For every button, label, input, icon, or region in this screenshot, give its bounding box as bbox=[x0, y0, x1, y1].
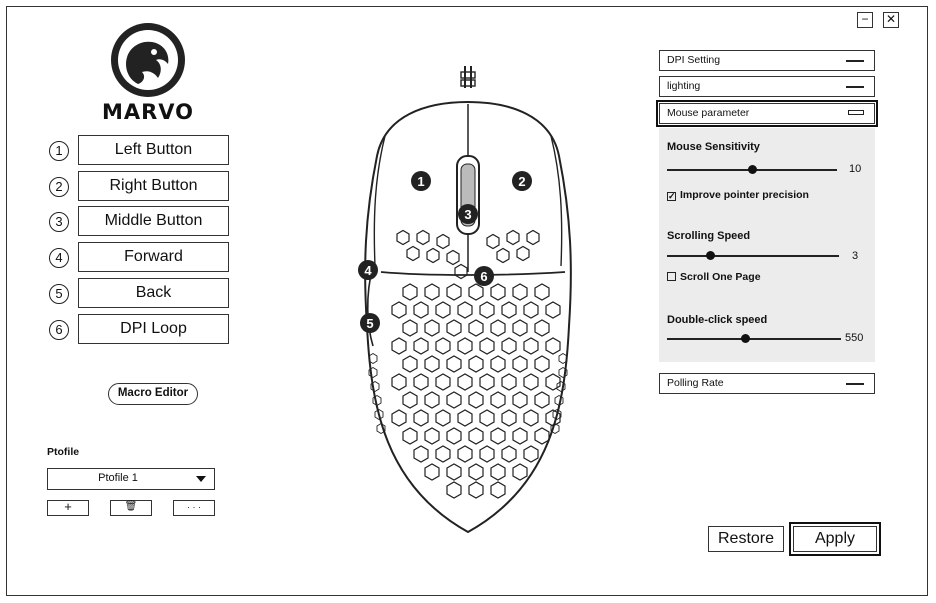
dpi-loop-button-assign[interactable]: DPI Loop bbox=[78, 314, 229, 344]
scroll-one-page-checkbox[interactable]: Scroll One Page bbox=[667, 271, 761, 283]
dropdown-arrow-icon bbox=[196, 476, 206, 482]
double-click-speed-value: 550 bbox=[845, 332, 864, 344]
delete-profile-button[interactable]: 🗑 bbox=[110, 500, 152, 516]
svg-text:2: 2 bbox=[518, 174, 525, 189]
restore-button[interactable]: Restore bbox=[708, 526, 784, 552]
mouse-parameter-panel: Mouse Sensitivity 10 ✓Improve pointer pr… bbox=[659, 128, 875, 362]
slider-handle[interactable] bbox=[740, 334, 750, 343]
svg-text:5: 5 bbox=[366, 316, 373, 331]
expanded-icon bbox=[848, 110, 864, 115]
forward-button-assign[interactable]: Forward bbox=[78, 242, 229, 272]
collapse-icon bbox=[846, 60, 864, 62]
checkbox-unchecked-icon bbox=[667, 272, 676, 281]
scrolling-speed-value: 3 bbox=[852, 250, 859, 262]
dpi-setting-section[interactable]: DPI Setting bbox=[659, 50, 875, 71]
mouse-illustration: 1 2 3 4 5 6 bbox=[358, 66, 572, 534]
scrolling-speed-label: Scrolling Speed bbox=[667, 230, 751, 242]
section-label: DPI Setting bbox=[667, 54, 721, 66]
section-label: lighting bbox=[667, 80, 701, 92]
button-number: 4 bbox=[49, 248, 69, 268]
mouse-sensitivity-value: 10 bbox=[849, 163, 862, 175]
mouse-marker-1: 1 bbox=[411, 171, 431, 191]
svg-text:4: 4 bbox=[364, 263, 372, 278]
collapse-icon bbox=[846, 86, 864, 88]
mouse-marker-3: 3 bbox=[458, 204, 478, 224]
middle-button-assign[interactable]: Middle Button bbox=[78, 206, 229, 236]
svg-text:3: 3 bbox=[464, 207, 471, 222]
profile-select[interactable]: Ptofile 1 bbox=[47, 468, 215, 490]
double-click-speed-label: Double-click speed bbox=[667, 314, 768, 326]
mouse-marker-2: 2 bbox=[512, 171, 532, 191]
button-number: 1 bbox=[49, 141, 69, 161]
mouse-parameter-section[interactable]: Mouse parameter bbox=[656, 100, 878, 127]
section-label: Polling Rate bbox=[667, 377, 724, 389]
brand-name: MARVO bbox=[101, 100, 195, 124]
back-button-assign[interactable]: Back bbox=[78, 278, 229, 308]
minimize-button[interactable]: − bbox=[857, 12, 873, 28]
slider-handle[interactable] bbox=[747, 165, 757, 174]
improve-pointer-precision-checkbox[interactable]: ✓Improve pointer precision bbox=[667, 189, 809, 201]
button-number: 5 bbox=[49, 284, 69, 304]
section-label: Mouse parameter bbox=[667, 107, 750, 119]
checkbox-checked-icon: ✓ bbox=[667, 191, 676, 201]
button-number: 2 bbox=[49, 177, 69, 197]
svg-text:6: 6 bbox=[480, 269, 487, 284]
lighting-section[interactable]: lighting bbox=[659, 76, 875, 97]
left-button-assign[interactable]: Left Button bbox=[78, 135, 229, 165]
mouse-marker-4: 4 bbox=[358, 260, 378, 280]
button-number: 3 bbox=[49, 212, 69, 232]
add-profile-button[interactable]: + bbox=[47, 500, 89, 516]
slider-handle[interactable] bbox=[705, 251, 715, 260]
right-button-assign[interactable]: Right Button bbox=[78, 171, 229, 201]
collapse-icon bbox=[846, 383, 864, 385]
polling-rate-section[interactable]: Polling Rate bbox=[659, 373, 875, 394]
profile-selected-value: Ptofile 1 bbox=[98, 472, 138, 484]
macro-editor-button[interactable]: Macro Editor bbox=[108, 383, 198, 405]
button-number: 6 bbox=[49, 320, 69, 340]
profile-title: Ptofile bbox=[47, 446, 80, 458]
more-options-button[interactable]: · · · bbox=[173, 500, 215, 516]
mouse-sensitivity-label: Mouse Sensitivity bbox=[667, 141, 760, 153]
mouse-marker-5: 5 bbox=[360, 313, 380, 333]
mouse-marker-6: 6 bbox=[474, 266, 494, 286]
scrolling-speed-slider[interactable] bbox=[667, 255, 839, 257]
apply-button[interactable]: Apply bbox=[789, 522, 881, 556]
svg-text:1: 1 bbox=[417, 174, 424, 189]
marvo-logo-icon bbox=[111, 23, 185, 97]
double-click-speed-slider[interactable] bbox=[667, 338, 841, 340]
close-button[interactable]: ✕ bbox=[883, 12, 899, 28]
